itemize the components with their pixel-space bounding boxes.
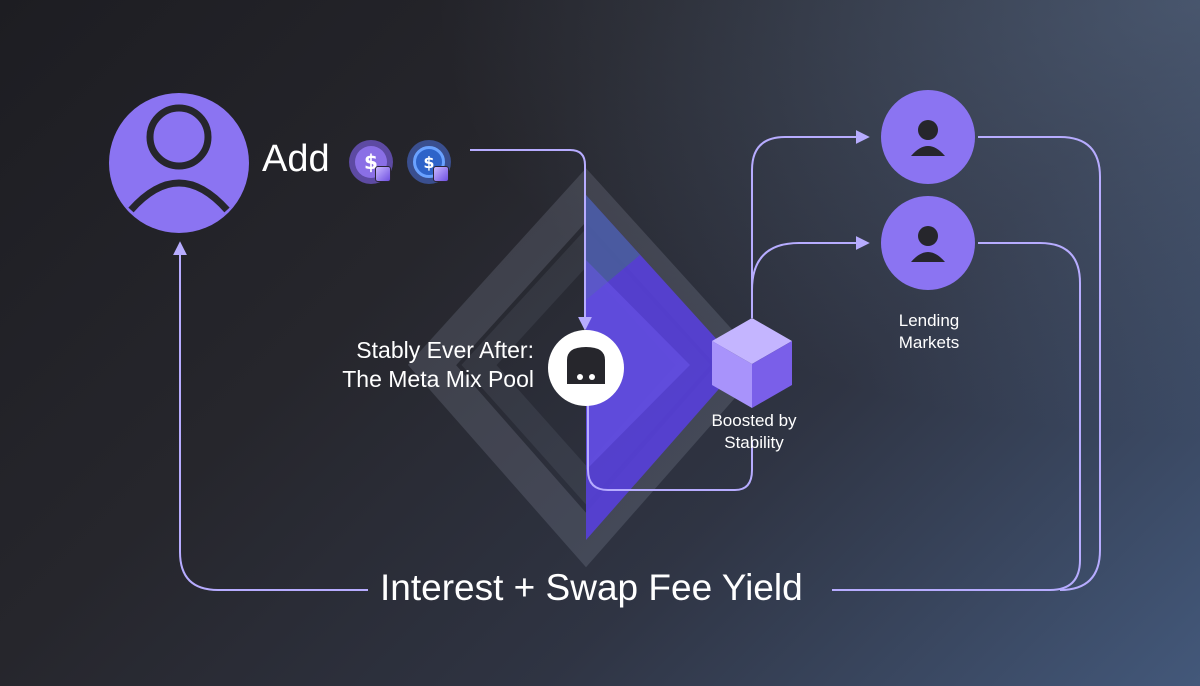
stablecoin-dollar-icon: $: [349, 140, 393, 184]
lending-label-line1: Lending: [898, 311, 960, 330]
boost-to-lending-bottom-arrow: [751, 236, 870, 318]
pool-label-line2: The Meta Mix Pool: [342, 366, 534, 392]
yield-label: Interest + Swap Fee Yield: [380, 567, 803, 608]
boosted-label-line1: Boosted by: [711, 411, 797, 430]
boosted-label: Boosted by Stability: [686, 410, 822, 454]
pool-to-boost-line: [587, 405, 753, 491]
ghost-pool-icon: [548, 330, 624, 406]
user-avatar-icon: [109, 93, 249, 233]
chain-badge-icon: [433, 166, 449, 182]
add-to-pool-arrow: [470, 149, 592, 331]
lending-return-top-line: [978, 136, 1101, 591]
flow-lines: [173, 130, 1101, 591]
lending-markets-label: Lending Markets: [864, 310, 994, 354]
cube-icon: [712, 318, 792, 408]
pool-diamond-decoration: [407, 168, 765, 568]
boosted-label-line2: Stability: [724, 433, 784, 452]
lending-market-user-icon: [881, 196, 975, 290]
lending-market-user-icon: [881, 90, 975, 184]
lending-return-bottom-line: [832, 242, 1081, 591]
add-label: Add: [262, 138, 330, 180]
boost-to-lending-top-arrow: [751, 130, 870, 318]
yield-return-line: [173, 241, 368, 591]
pool-label: Stably Ever After: The Meta Mix Pool: [300, 336, 534, 394]
lending-label-line2: Markets: [898, 333, 960, 352]
stablecoin-usdc-icon: $: [407, 140, 451, 184]
pool-label-line1: Stably Ever After:: [356, 337, 534, 363]
chain-badge-icon: [375, 166, 391, 182]
